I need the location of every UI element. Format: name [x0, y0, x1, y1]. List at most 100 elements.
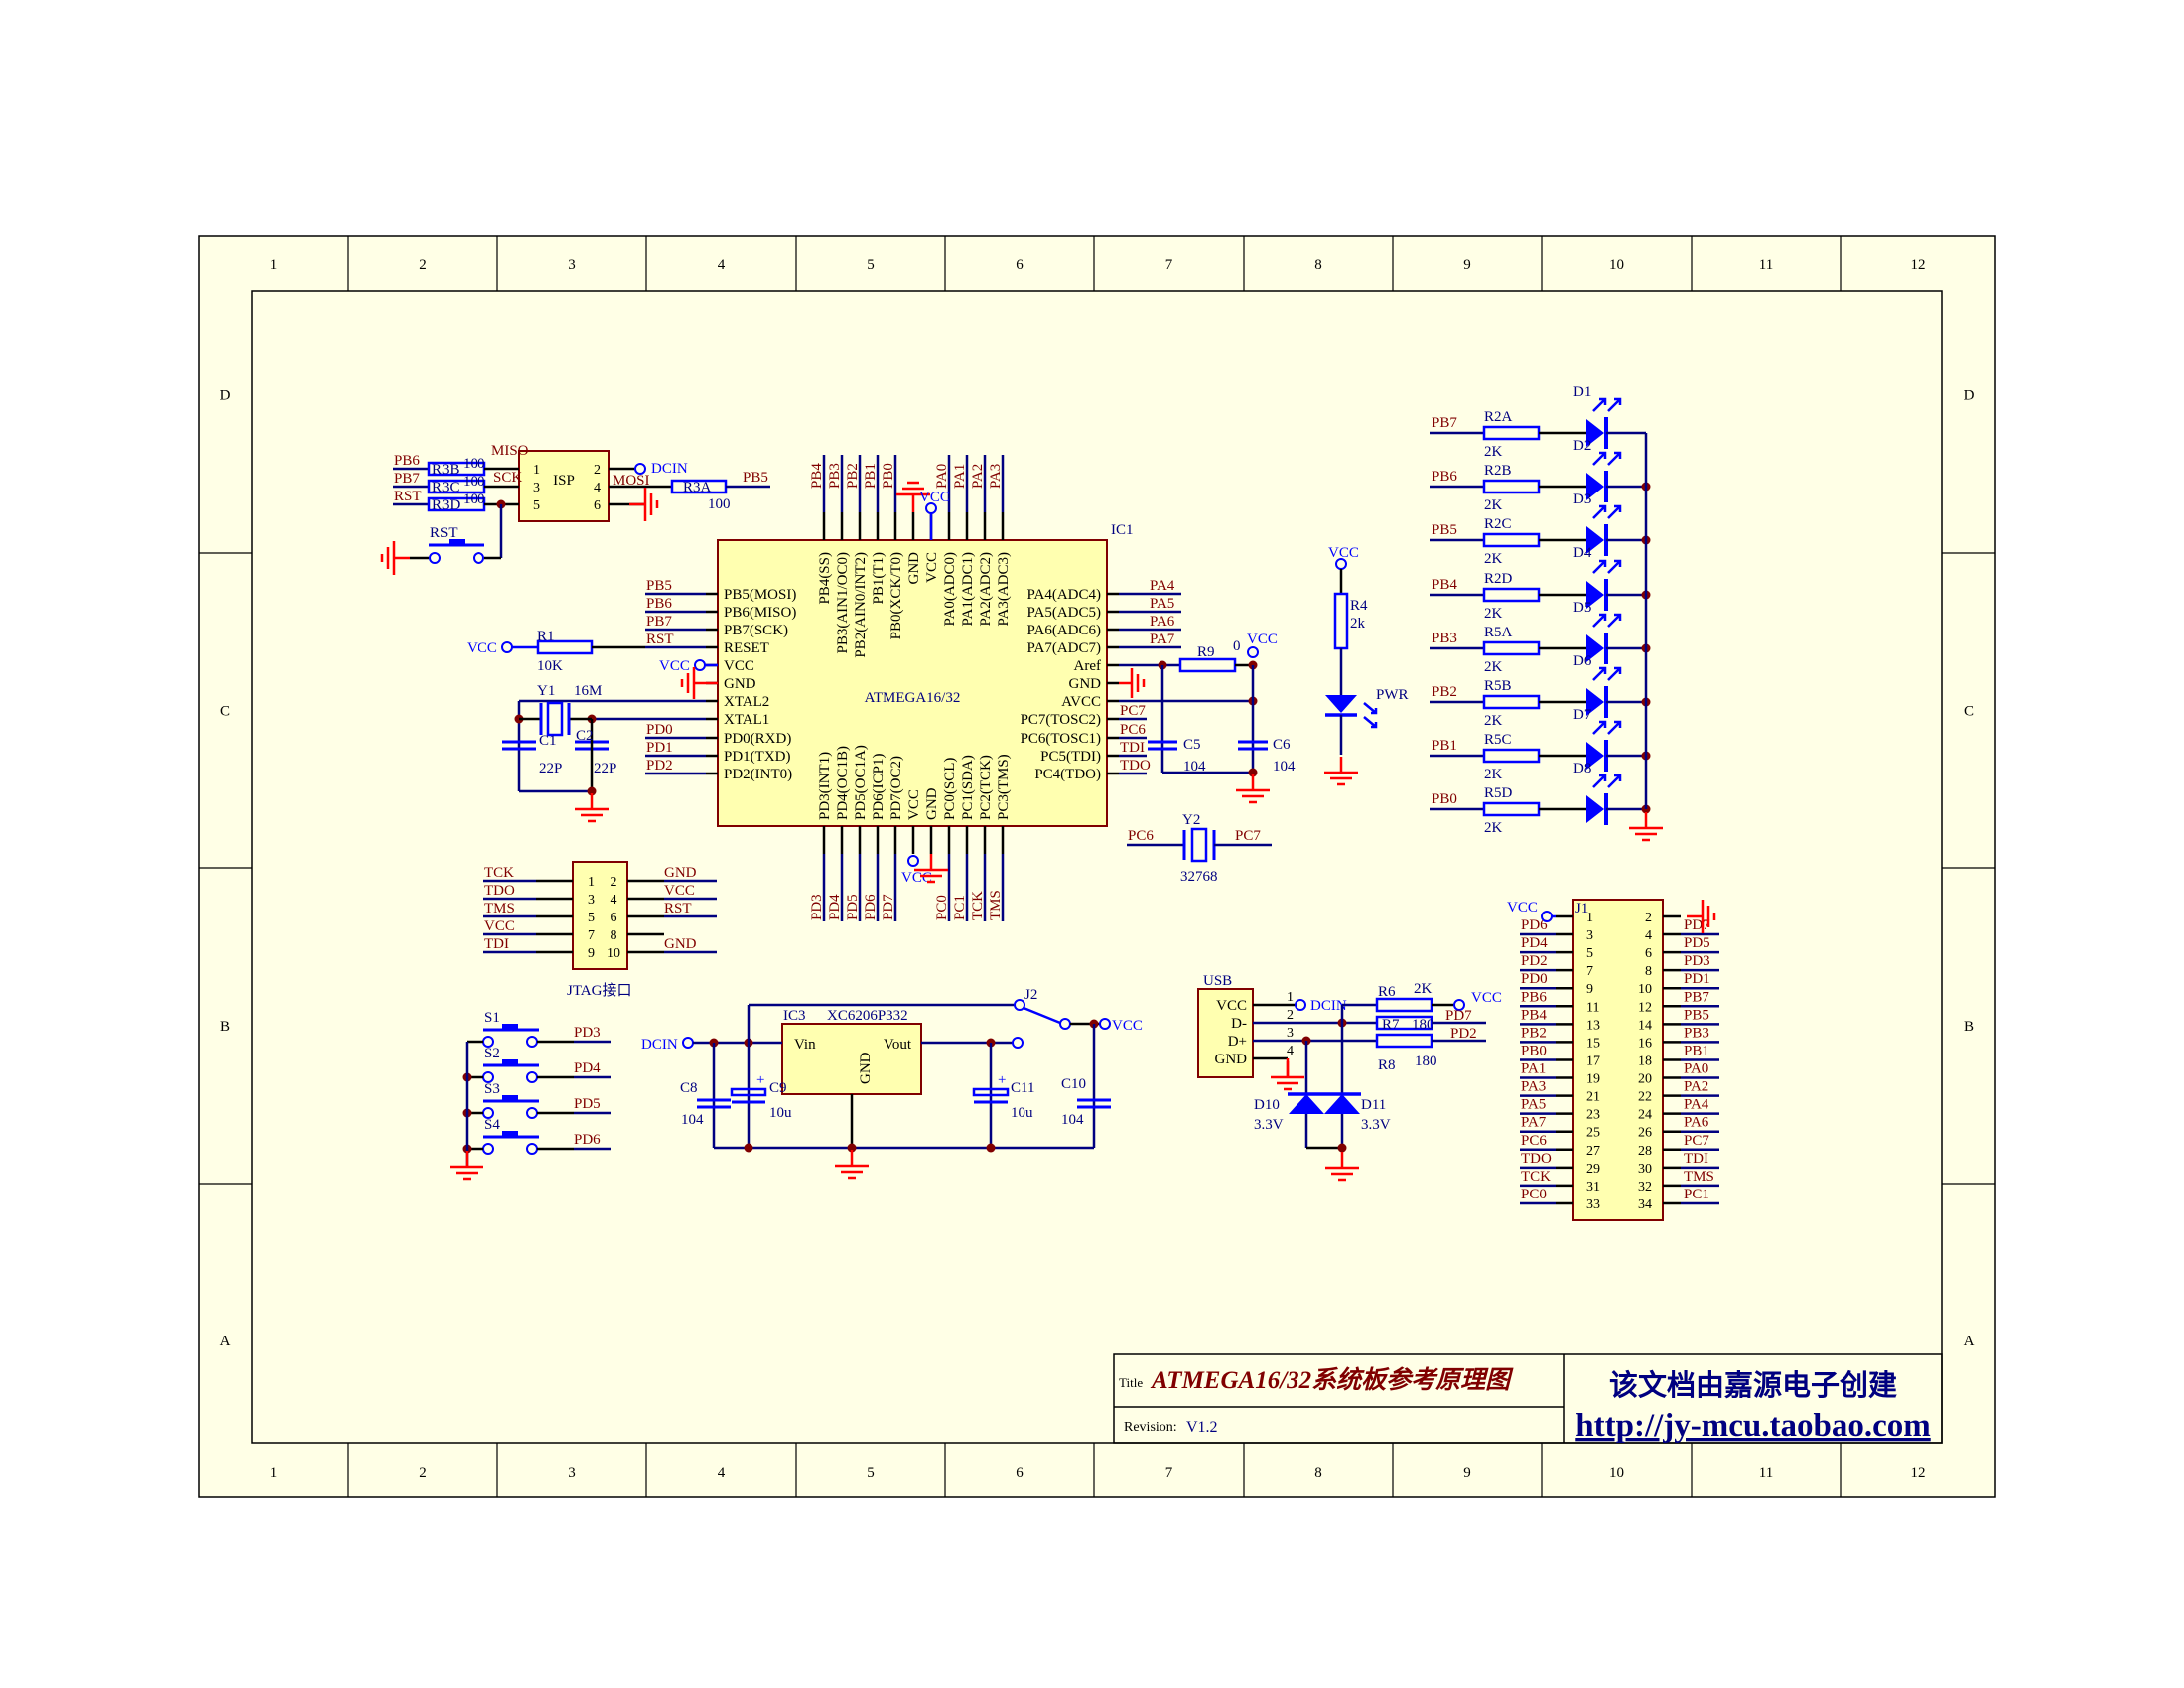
header-pin-number: 2 [1645, 911, 1652, 925]
resistor-ref: R2D [1484, 571, 1513, 587]
resistor-ref: R9 [1197, 644, 1215, 660]
net-label: SCK [493, 470, 522, 486]
header-pin-number: 6 [1645, 946, 1652, 961]
resistor-value: 180 [1412, 1017, 1434, 1033]
zone-column-label-bottom: 9 [1463, 1465, 1471, 1480]
net-label: PA4 [1150, 578, 1175, 594]
port-circle-icon [1295, 999, 1306, 1011]
net-label: PD3 [1684, 953, 1710, 969]
port-circle-icon [634, 463, 646, 475]
vcc-port-label: VCC [919, 490, 950, 505]
resistor-value: 0 [1233, 638, 1241, 654]
jtag-pin-number: 3 [588, 893, 595, 908]
net-label: PB5 [646, 578, 672, 594]
led-icon [1586, 634, 1604, 662]
net-label: PC6 [1128, 828, 1154, 844]
net-label: PC7 [1120, 703, 1146, 719]
net-label: PD1 [1684, 971, 1710, 987]
resistor-ref: R2A [1484, 409, 1513, 425]
regulator-part: XC6206P332 [827, 1008, 908, 1024]
net-label: PB1 [1684, 1044, 1709, 1059]
port-circle-icon [1453, 999, 1465, 1011]
led-ref: D7 [1573, 707, 1592, 723]
net-label: PB5 [1432, 522, 1457, 538]
switch-ref: S3 [484, 1081, 500, 1097]
capacitor-value: 104 [1061, 1112, 1084, 1128]
crystal-ref: Y2 [1182, 812, 1200, 828]
isp-name: ISP [553, 473, 575, 489]
junction-dot [1337, 1143, 1347, 1153]
zener-diode-icon [1324, 1094, 1360, 1114]
net-label: PB6 [646, 596, 672, 612]
zone-column-label-bottom: 5 [867, 1465, 875, 1480]
diode-value: 3.3V [1361, 1117, 1391, 1133]
led-ref: D3 [1573, 492, 1591, 507]
url-link[interactable]: http://jy-mcu.taobao.com [1575, 1408, 1930, 1444]
capacitor-ref: C2 [576, 728, 594, 744]
net-label: PA0 [934, 464, 950, 489]
usb-label: USB [1203, 973, 1232, 989]
led-ref: D2 [1573, 438, 1591, 454]
net-label: PD3 [809, 894, 825, 920]
zone-column-label-top: 11 [1759, 257, 1773, 273]
ic1-pin-name: PD4(OC1B) [835, 746, 851, 820]
diode-ref: D11 [1361, 1097, 1386, 1113]
jtag-pin-number: 8 [611, 928, 617, 943]
crystal-icon [546, 701, 564, 737]
credit-text: 该文档由嘉源电子创建 [1609, 1368, 1897, 1402]
header-pin-number: 22 [1638, 1090, 1652, 1105]
ic1-pin-name: PB3(AIN1/OC0) [835, 552, 851, 654]
net-label: PC6 [1521, 1133, 1547, 1149]
net-label: RST [664, 901, 692, 916]
header-pin-number: 31 [1586, 1180, 1600, 1195]
ic1-pin-name: PA6(ADC6) [1027, 623, 1101, 638]
ic1-pin-name: XTAL2 [724, 694, 769, 710]
light-arrow-icon [1592, 504, 1622, 519]
capacitor-ref: C8 [680, 1080, 698, 1096]
ic1-pin-name: PA5(ADC5) [1027, 605, 1101, 621]
usb-pin-name: GND [1215, 1052, 1248, 1067]
zone-column-label-top: 8 [1314, 257, 1322, 273]
vcc-port-label: VCC [901, 870, 932, 886]
net-label: TMS [484, 901, 515, 916]
header-pin-number: 27 [1586, 1144, 1600, 1159]
zone-column-label-top: 12 [1911, 257, 1926, 273]
resistor-value: 2K [1484, 606, 1503, 622]
jumper-ref: J2 [1024, 987, 1037, 1003]
ic1-pin-name: PB4(SS) [817, 552, 833, 605]
net-label: PD2 [1521, 953, 1548, 969]
capacitor-ref: C9 [769, 1080, 787, 1096]
electrolytic-capacitor-icon [972, 1087, 1010, 1097]
jtag-pin-number: 10 [607, 946, 620, 961]
sheet-title: ATMEGA16/32系统板参考原理图 [1150, 1366, 1514, 1394]
ic1-pin-name: PA0(ADC0) [942, 552, 958, 626]
net-label: PB6 [1432, 469, 1457, 485]
led-icon [1325, 695, 1357, 713]
usb-pin-number: 2 [1287, 1008, 1294, 1023]
net-label: TCK [970, 891, 986, 920]
net-label: PB2 [1432, 684, 1457, 700]
zone-column-label-bottom: 11 [1759, 1465, 1773, 1480]
net-label: PD4 [827, 894, 843, 920]
resistor-ref: R7 [1382, 1017, 1400, 1033]
header-pin-number: 32 [1638, 1180, 1652, 1195]
zone-column-label-bottom: 6 [1016, 1465, 1024, 1480]
net-label: PD0 [646, 722, 673, 738]
net-label: PC0 [934, 895, 950, 920]
resistor-value: 100 [463, 474, 485, 490]
net-label: PD4 [1521, 935, 1548, 951]
resistor-ref: R8 [1378, 1057, 1396, 1073]
ic1-pin-name: GND [906, 552, 922, 585]
isp-pin-number: 1 [533, 463, 540, 478]
zone-column-label-top: 9 [1463, 257, 1471, 273]
regulator-body [781, 1023, 922, 1095]
isp-pin-number: 5 [533, 498, 540, 513]
header-pin-number: 26 [1638, 1126, 1652, 1141]
zone-row-label-right: C [1964, 704, 1974, 720]
zone-row-label-left: A [220, 1334, 231, 1349]
pushbutton-cap [502, 1131, 518, 1137]
vcc-port-label: VCC [467, 640, 497, 656]
port-circle-icon [907, 855, 919, 867]
